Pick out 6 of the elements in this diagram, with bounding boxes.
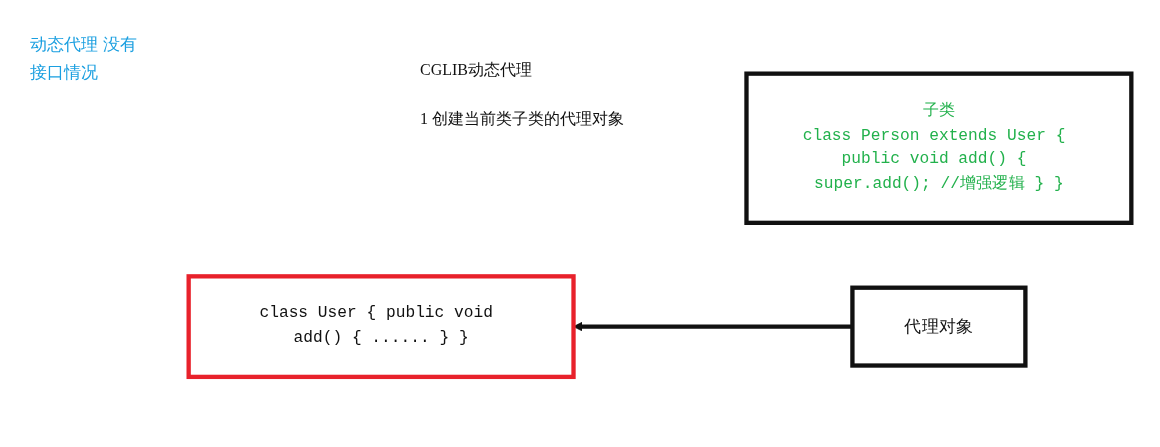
heading-note: 动态代理 没有接口情况 [30, 33, 139, 84]
note-text: 1 创建当前类子类的代理对象 [420, 109, 625, 129]
node-box: 子类 class Person extends User { public void add() { super.add(); //增强逻辑 } } [744, 71, 1134, 225]
note-text: CGLIB动态代理 [420, 60, 533, 80]
node-box: class User { public void add() { ...... } } [186, 273, 576, 379]
node-box: 代理对象 [850, 285, 1028, 368]
